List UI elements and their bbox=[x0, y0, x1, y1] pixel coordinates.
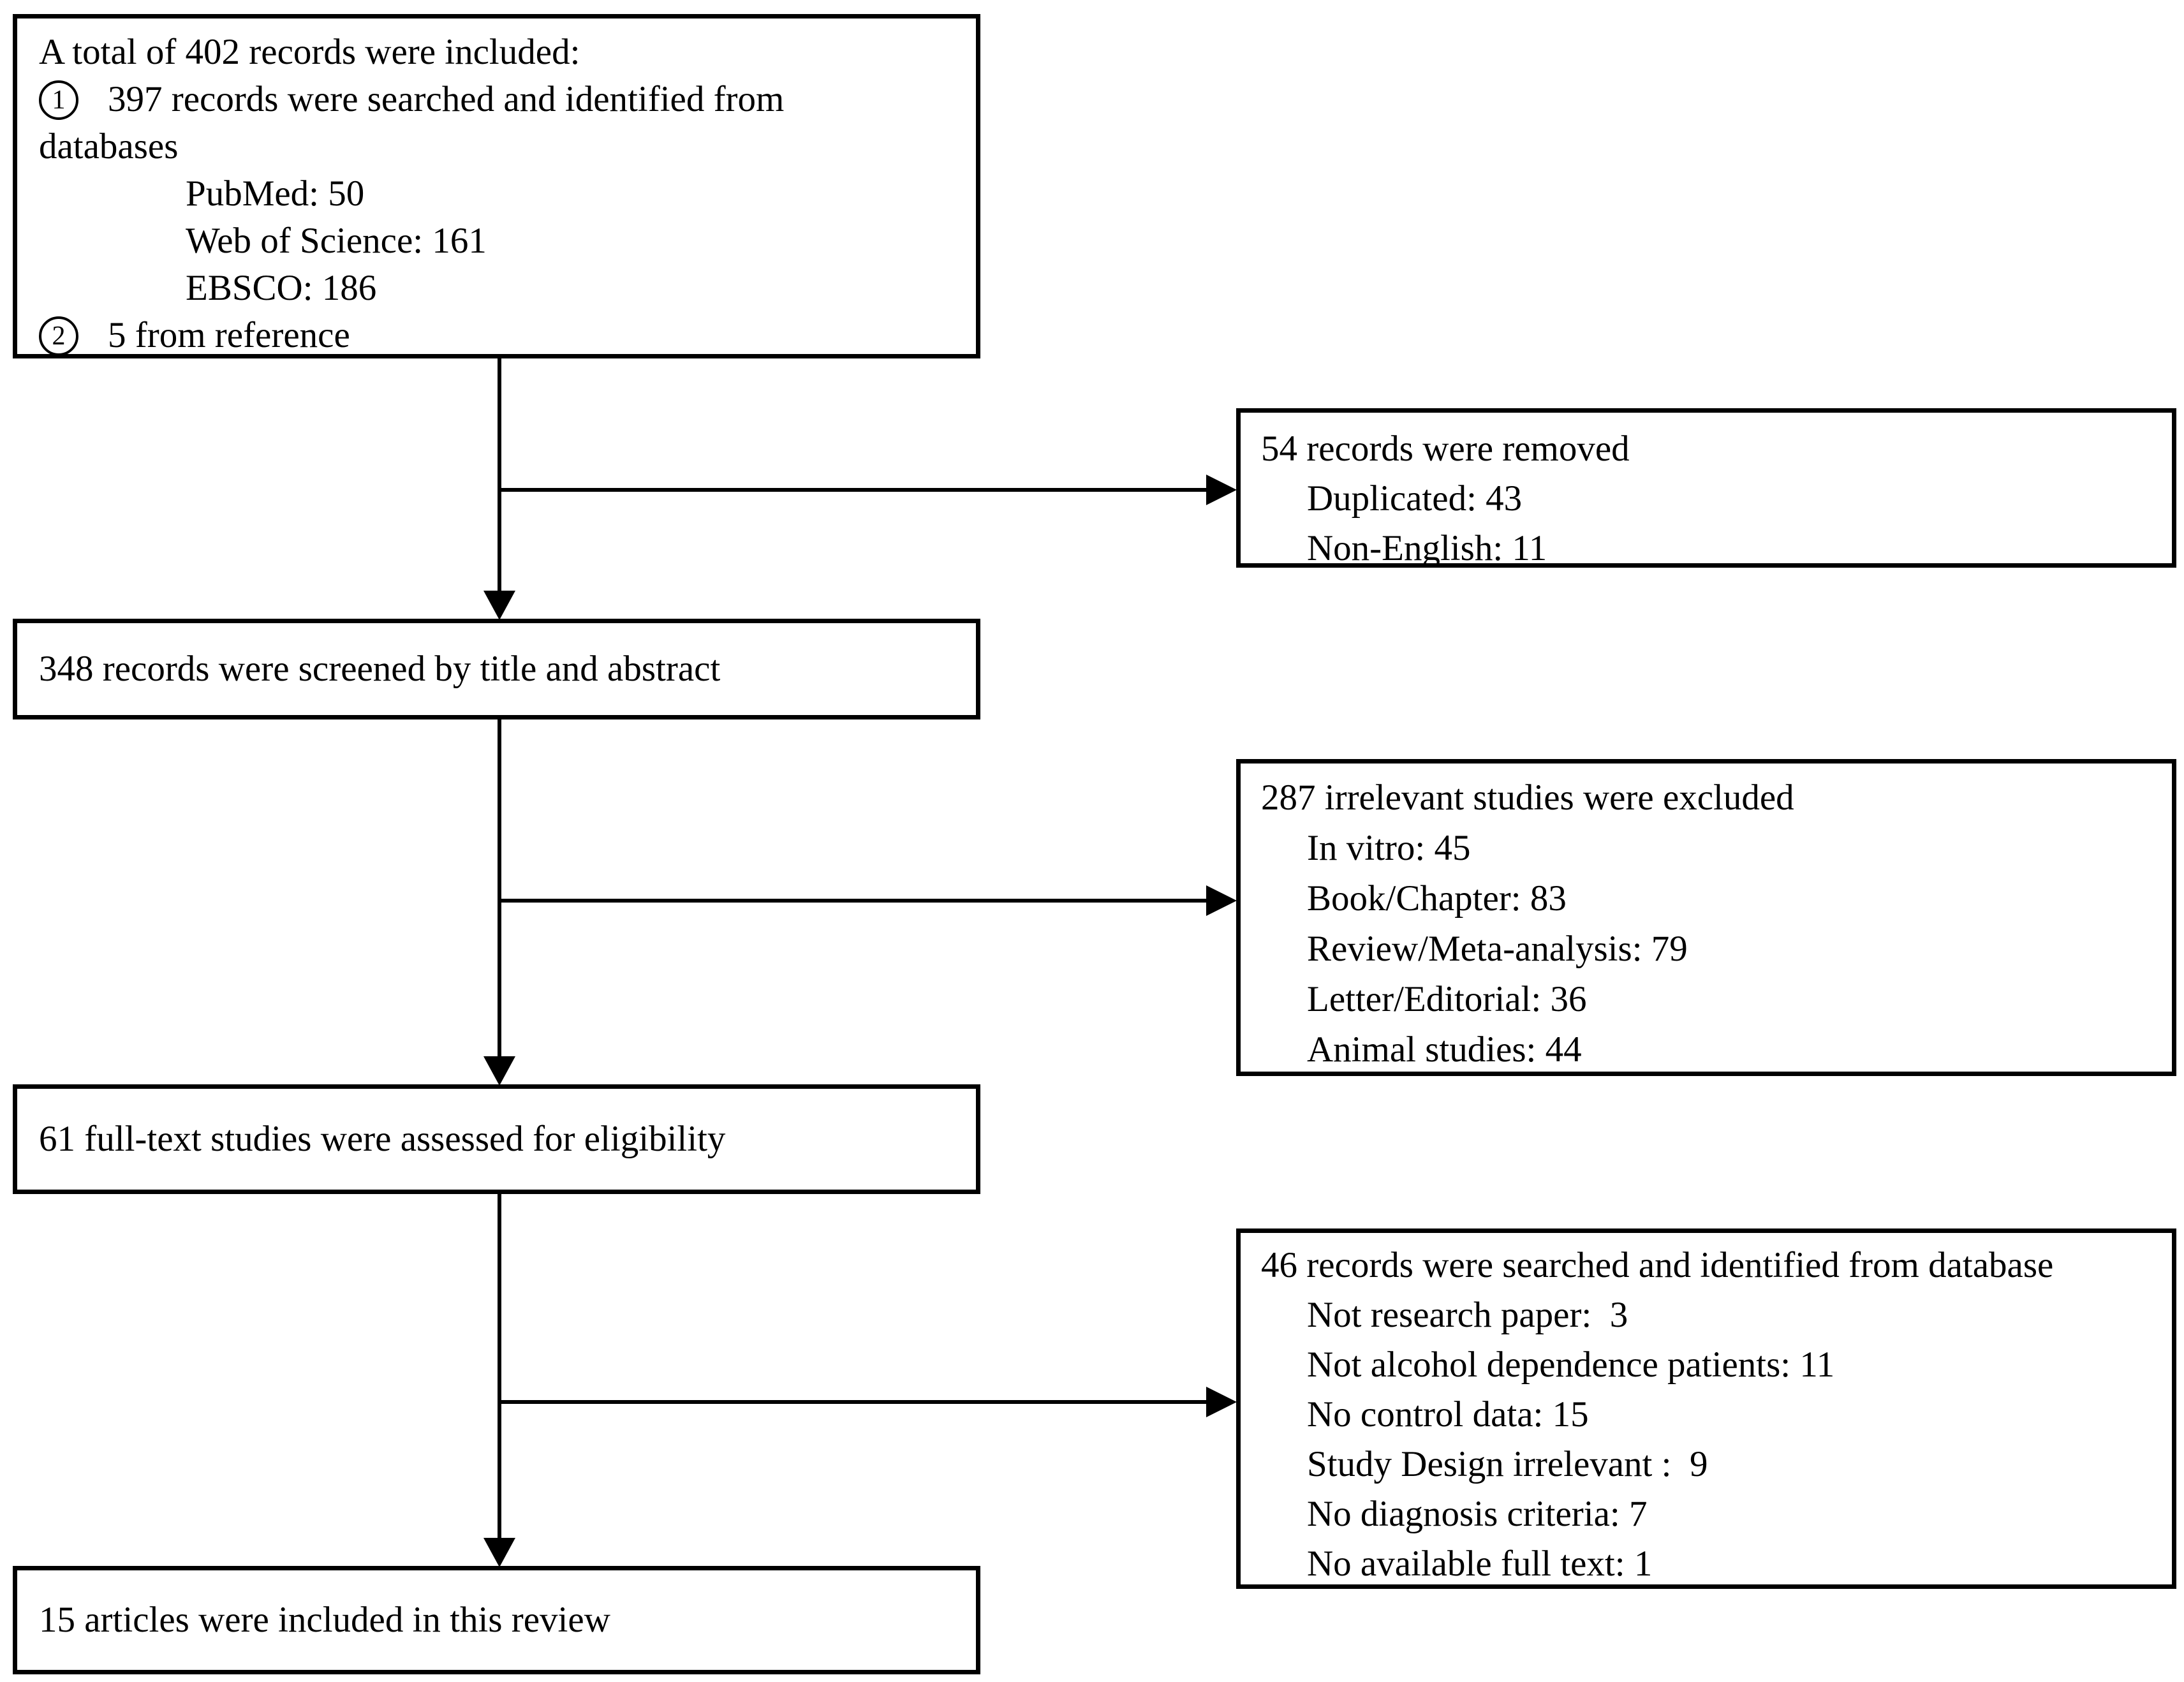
fulltext-text: 61 full-text studies were assessed for e… bbox=[39, 1119, 726, 1159]
ft-excluded-study-design: Study Design irrelevant : 9 bbox=[1307, 1444, 1708, 1484]
removed-duplicated: Duplicated: 43 bbox=[1307, 478, 1523, 519]
arrow-right-icon bbox=[1206, 1387, 1237, 1417]
database-count-wos: Web of Science: 161 bbox=[186, 221, 487, 261]
item-1-text: 397 records were searched and identified… bbox=[108, 79, 785, 119]
excluded-letter-editorial: Letter/Editorial: 36 bbox=[1307, 979, 1587, 1019]
removed-non-english: Non-English: 11 bbox=[1307, 528, 1547, 568]
excluded-title: 287 irrelevant studies were excluded bbox=[1261, 778, 1794, 818]
connector-line-fulltext-to-included bbox=[498, 1194, 501, 1538]
total-records-item-2: 2 5 from reference bbox=[39, 312, 970, 359]
total-records-item-1: 1 397 records were searched and identifie… bbox=[39, 76, 970, 123]
connector-line-screened-to-fulltext bbox=[498, 719, 501, 1056]
ft-excluded-no-control: No control data: 15 bbox=[1307, 1394, 1589, 1435]
connector-line-to-fulltext-excluded bbox=[499, 1400, 1207, 1404]
box-irrelevant-excluded: 287 irrelevant studies were excluded In … bbox=[1236, 759, 2176, 1076]
ft-excluded-no-fulltext: No available full text: 1 bbox=[1307, 1544, 1653, 1584]
ft-excluded-not-research: Not research paper: 3 bbox=[1307, 1295, 1628, 1335]
screened-text: 348 records were screened by title and a… bbox=[39, 649, 721, 689]
arrow-down-icon bbox=[483, 1538, 515, 1567]
box-fulltext-assessed: 61 full-text studies were assessed for e… bbox=[13, 1084, 980, 1194]
box-articles-included: 15 articles were included in this review bbox=[13, 1566, 980, 1674]
box-fulltext-excluded: 46 records were searched and identified … bbox=[1236, 1228, 2176, 1589]
arrow-right-icon bbox=[1206, 885, 1237, 916]
excluded-review-meta: Review/Meta-analysis: 79 bbox=[1307, 929, 1688, 969]
box-records-removed: 54 records were removed Duplicated: 43 N… bbox=[1236, 408, 2176, 568]
circled-1-icon: 1 bbox=[39, 80, 78, 120]
item-2-text: 5 from reference bbox=[108, 315, 350, 355]
circled-2-icon: 2 bbox=[39, 316, 78, 356]
box-records-screened: 348 records were screened by title and a… bbox=[13, 619, 980, 719]
ft-excluded-not-alcohol: Not alcohol dependence patients: 11 bbox=[1307, 1345, 1835, 1385]
connector-line-to-excluded bbox=[499, 899, 1207, 903]
total-records-title: A total of 402 records were included: bbox=[39, 32, 580, 72]
excluded-animal-studies: Animal studies: 44 bbox=[1307, 1029, 1582, 1070]
ft-excluded-no-diagnosis: No diagnosis criteria: 7 bbox=[1307, 1494, 1648, 1534]
database-count-ebsco: EBSCO: 186 bbox=[186, 268, 377, 308]
arrow-right-icon bbox=[1206, 475, 1237, 505]
arrow-down-icon bbox=[483, 1056, 515, 1086]
removed-title: 54 records were removed bbox=[1261, 429, 1630, 469]
item-1-continuation: databases bbox=[39, 126, 179, 166]
arrow-down-icon bbox=[483, 591, 515, 620]
ft-excluded-title: 46 records were searched and identified … bbox=[1261, 1245, 2054, 1285]
database-count-pubmed: PubMed: 50 bbox=[186, 173, 365, 214]
excluded-book-chapter: Book/Chapter: 83 bbox=[1307, 878, 1567, 918]
included-text: 15 articles were included in this review bbox=[39, 1600, 610, 1640]
connector-line-total-to-screened bbox=[498, 358, 501, 591]
connector-line-to-removed bbox=[499, 488, 1207, 492]
excluded-in-vitro: In vitro: 45 bbox=[1307, 828, 1471, 868]
